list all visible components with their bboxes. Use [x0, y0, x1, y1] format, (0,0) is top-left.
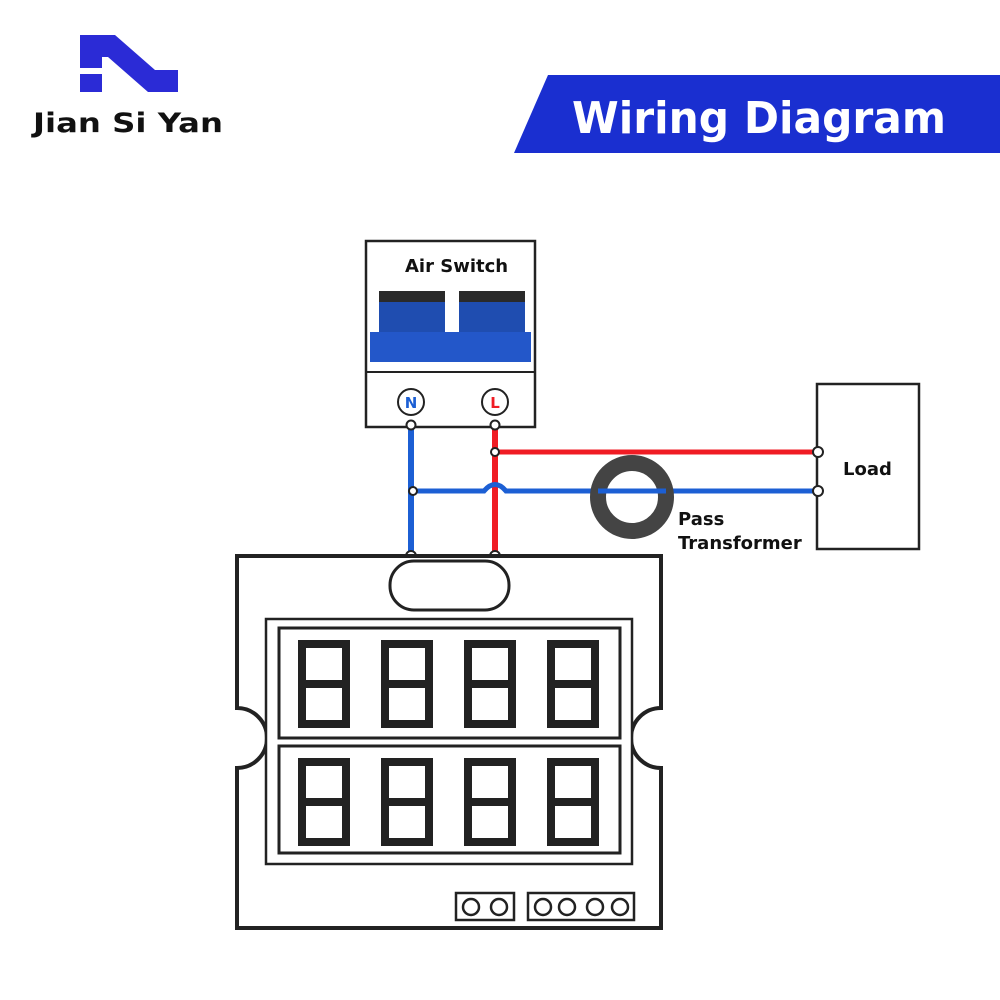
load-terminal-neutral	[812, 485, 824, 497]
terminal-screw-icon	[585, 897, 605, 917]
transformer-label-line1: Pass	[678, 509, 724, 530]
junction-l-branch	[490, 447, 500, 457]
junction-n-branch	[408, 486, 418, 496]
terminal-screw-icon	[557, 897, 577, 917]
breaker-pole-left-top	[379, 291, 445, 303]
load-label: Load	[843, 459, 892, 480]
breaker-pole-right-top	[459, 291, 525, 303]
transformer-ring	[590, 455, 674, 539]
junction-l-top	[489, 419, 501, 431]
load: Load	[812, 382, 921, 551]
terminal-screws	[461, 897, 630, 917]
terminal-l-label: L	[490, 394, 500, 412]
terminal-screw-icon	[461, 897, 481, 917]
terminal-screw-icon	[610, 897, 630, 917]
digit-8-icon	[464, 758, 516, 846]
breaker-base	[370, 332, 531, 362]
digit-8-icon	[547, 758, 599, 846]
pass-transformer: Pass Transformer	[590, 455, 802, 554]
digit-8-icon	[547, 640, 599, 728]
logo-mark-icon	[80, 35, 178, 92]
logo-mark-square-icon	[80, 74, 102, 92]
junction-n-top	[405, 419, 417, 431]
brand-name: Jian Si Yan	[31, 108, 223, 139]
meter-connector	[388, 559, 511, 612]
digit-8-icon	[298, 640, 350, 728]
digit-8-icon	[381, 758, 433, 846]
meter-digits	[298, 640, 599, 846]
terminal-n	[397, 388, 425, 416]
title-banner: Wiring Diagram	[514, 75, 1000, 153]
banner-title: Wiring Diagram	[572, 93, 946, 144]
air-switch-label: Air Switch	[405, 256, 508, 277]
digit-8-icon	[381, 640, 433, 728]
terminal-n-label: N	[405, 394, 418, 412]
neutral-wire-to-load	[411, 482, 818, 494]
breaker-pole-right	[459, 302, 525, 334]
transformer-label-line2: Transformer	[678, 533, 802, 554]
breaker-pole-left	[379, 302, 445, 334]
digit-8-icon	[298, 758, 350, 846]
terminal-l	[481, 388, 509, 416]
meter	[235, 554, 663, 930]
wires	[405, 419, 818, 562]
brand-logo: Jian Si Yan	[31, 35, 223, 139]
digit-8-icon	[464, 640, 516, 728]
air-switch: Air Switch N L	[364, 239, 537, 429]
load-box	[815, 382, 921, 551]
terminal-screw-icon	[489, 897, 509, 917]
banner-background	[514, 75, 1000, 153]
terminal-screw-icon	[533, 897, 553, 917]
load-terminal-live	[812, 446, 824, 458]
